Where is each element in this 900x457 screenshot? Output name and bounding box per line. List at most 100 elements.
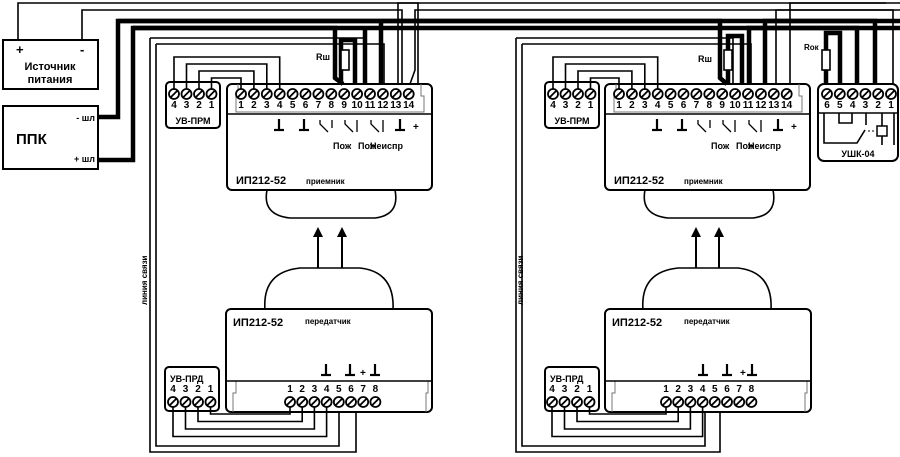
receiver-2-terminal-number: 9 bbox=[719, 100, 725, 111]
uv-prm-1-label: УВ-ПРМ bbox=[176, 116, 211, 126]
transmitter-1-terminal-number: 1 bbox=[287, 384, 293, 395]
uv-prm-wire bbox=[198, 70, 255, 89]
uv-prd-1-terminal-number: 3 bbox=[183, 384, 189, 395]
uv-prd-wire bbox=[209, 407, 291, 415]
receiver-2-terminal bbox=[729, 88, 741, 100]
receiver-2-terminal-number: 8 bbox=[707, 100, 713, 111]
receiver-2-terminal-number: 1 bbox=[616, 100, 622, 111]
receiver-1-fire-contact-2-icon bbox=[344, 120, 358, 133]
ushk-terminal-number: 1 bbox=[888, 100, 894, 111]
transmitter-2-terminal bbox=[721, 396, 733, 408]
receiver-2-terminal-number: 4 bbox=[655, 100, 661, 111]
receiver-1-terminal bbox=[247, 88, 260, 100]
transmitter-1: ИП212-52 передатчик + bbox=[225, 267, 433, 413]
receiver-1-terminal-number: 12 bbox=[377, 100, 389, 111]
link-line-label-right: линия связи bbox=[516, 255, 525, 305]
transmitter-2-plus: + bbox=[740, 368, 746, 379]
uv-prm-wire bbox=[564, 63, 646, 89]
uv-prm-1-terminal-number: 3 bbox=[184, 100, 190, 111]
receiver-1-plus: + bbox=[413, 122, 419, 133]
receiver-1-terminal bbox=[286, 88, 299, 100]
uv-prd-wire bbox=[576, 407, 679, 423]
uv-prm-2-terminal bbox=[547, 88, 559, 100]
uv-prd-wire bbox=[184, 407, 316, 430]
receiver-1-terminal-number: 3 bbox=[264, 100, 270, 111]
receiver-1-ground-4-icon bbox=[274, 119, 284, 132]
receiver-1-terminal bbox=[325, 88, 338, 100]
ushk-terminal bbox=[833, 88, 846, 100]
receiver-1-terminal bbox=[312, 88, 325, 100]
ir-arrows bbox=[313, 227, 724, 268]
receiver-1-terminal bbox=[299, 88, 312, 100]
receiver-1-terminal bbox=[402, 88, 415, 100]
receiver-2-plus: + bbox=[791, 122, 797, 133]
receiver-2-terminal-number: 14 bbox=[781, 100, 793, 111]
uv-prd-wire bbox=[563, 407, 692, 430]
uv-prm-1-terminal bbox=[193, 88, 205, 100]
ushk-terminal-number: 3 bbox=[863, 100, 869, 111]
uv-prm-2-terminal-number: 4 bbox=[550, 100, 556, 111]
transmitter-1-type: передатчик bbox=[305, 317, 352, 326]
receiver-1-fire-contact-1-icon bbox=[319, 120, 333, 133]
receiver-1-terminal bbox=[273, 88, 286, 100]
receiver-1-terminal-number: 14 bbox=[403, 100, 415, 111]
uv-prm-1-terminal bbox=[180, 88, 193, 100]
uv-prm-wire bbox=[589, 77, 620, 89]
ushk-terminal bbox=[859, 88, 872, 100]
uv-prd-2-terminal bbox=[583, 396, 596, 408]
transmitter-2-terminal-number: 8 bbox=[749, 384, 755, 395]
ushk-terminal-number: 2 bbox=[875, 100, 881, 111]
transmitter-1-terminal-number: 4 bbox=[324, 384, 330, 395]
transmitter-2: ИП212-52 передатчик + bbox=[604, 267, 812, 413]
receiver-1-terminal-number: 6 bbox=[303, 100, 309, 111]
uv-prd-wire bbox=[551, 407, 704, 438]
uv-prd-1-terminal-number: 4 bbox=[170, 384, 176, 395]
uv-prm-2-terminal bbox=[584, 88, 597, 100]
receiver-1-terminal-number: 7 bbox=[316, 100, 322, 111]
uv-prd-1-terminal bbox=[167, 396, 179, 408]
uv-prd-2-label: УВ-ПРД bbox=[550, 374, 584, 384]
transmitter-1-terminal bbox=[308, 396, 321, 408]
power-label-2: питания bbox=[28, 74, 73, 86]
receiver-2-terminal bbox=[677, 88, 690, 100]
transmitter-2-type: передатчик bbox=[684, 317, 731, 326]
transmitter-1-model: ИП212-52 bbox=[233, 317, 283, 329]
receiver-1-terminal-number: 5 bbox=[290, 100, 296, 111]
transmitter-1-terminal-number: 8 bbox=[373, 384, 379, 395]
receiver-1-model: ИП212-52 bbox=[236, 175, 286, 187]
uv-prd-1-terminal bbox=[204, 396, 217, 408]
uv-prd-2-terminal-number: 1 bbox=[587, 384, 593, 395]
transmitter-2-terminal bbox=[708, 396, 721, 408]
receiver-2-fault-contact-icon bbox=[748, 120, 762, 133]
uv-prd-2-terminal-number: 2 bbox=[574, 384, 580, 395]
receiver-2-terminal bbox=[690, 88, 703, 100]
receiver-2-terminal-number: 10 bbox=[730, 100, 742, 111]
uv-prm-wire bbox=[173, 56, 281, 89]
transmitter-1-terminal-number: 3 bbox=[312, 384, 318, 395]
uv-prm-wire bbox=[185, 63, 268, 89]
transmitter-2-terminal bbox=[733, 396, 746, 408]
uv-prd-2-terminal bbox=[571, 396, 583, 408]
receiver-2-terminal-number: 12 bbox=[755, 100, 767, 111]
transmitter-2-terminal-number: 2 bbox=[675, 384, 681, 395]
receiver-1-terminal-number: 1 bbox=[238, 100, 244, 111]
transmitter-2-terminal bbox=[660, 396, 672, 408]
ushk-label: УШК-04 bbox=[841, 149, 874, 159]
ppk-plus-loop: + шл bbox=[74, 154, 95, 164]
receiver-2-terminal bbox=[780, 88, 793, 100]
receiver-1-type: приемник bbox=[306, 177, 346, 186]
transmitter-1-terminal bbox=[332, 396, 345, 408]
uv-prm-2-terminal bbox=[559, 88, 572, 100]
receiver-1-ground-6-icon bbox=[299, 119, 309, 132]
receiver-2-fault: Неиспр bbox=[748, 141, 781, 151]
transmitter-2-terminal-number: 5 bbox=[712, 384, 718, 395]
uv-prm-2-label: УВ-ПРМ bbox=[555, 116, 590, 126]
receiver-1: ИП212-52 приемник Пож Пож Неиспр + bbox=[226, 83, 433, 219]
transmitter-1-terminal bbox=[320, 396, 333, 408]
receiver-2-terminal bbox=[755, 88, 767, 100]
rsh-1-label: Rш bbox=[316, 52, 330, 62]
uv-prm-wire bbox=[577, 70, 633, 89]
resistor-shunt-2: Rш bbox=[698, 33, 745, 84]
